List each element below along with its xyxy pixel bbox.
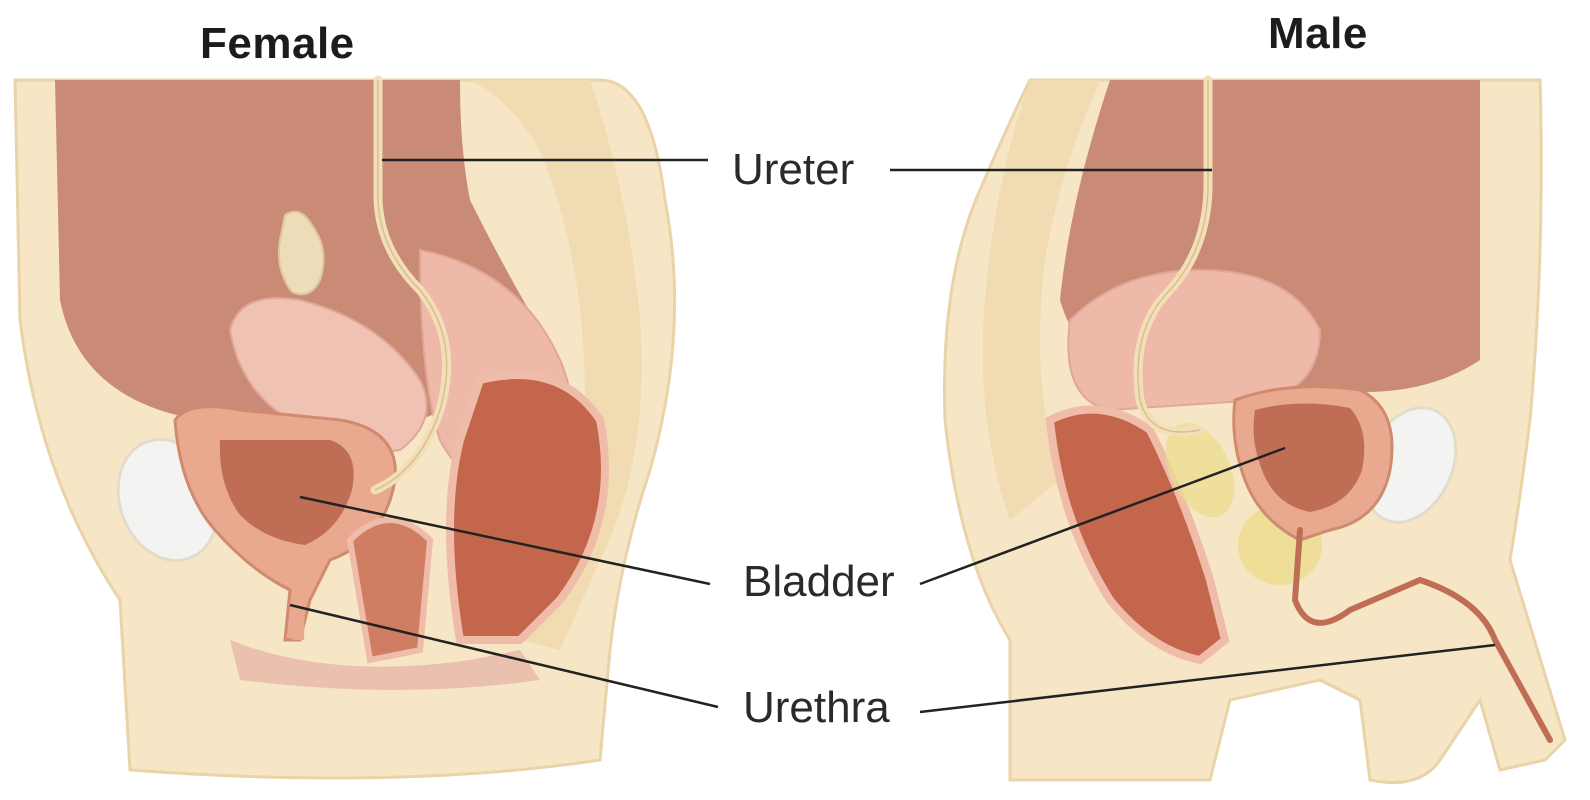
female-urethra bbox=[298, 555, 300, 640]
ureter-label: Ureter bbox=[732, 148, 854, 192]
male-pelvis-illustration bbox=[944, 80, 1565, 783]
female-title: Female bbox=[200, 22, 355, 66]
urethra-label: Urethra bbox=[743, 686, 890, 730]
male-title: Male bbox=[1268, 12, 1368, 56]
bladder-label: Bladder bbox=[743, 560, 895, 604]
